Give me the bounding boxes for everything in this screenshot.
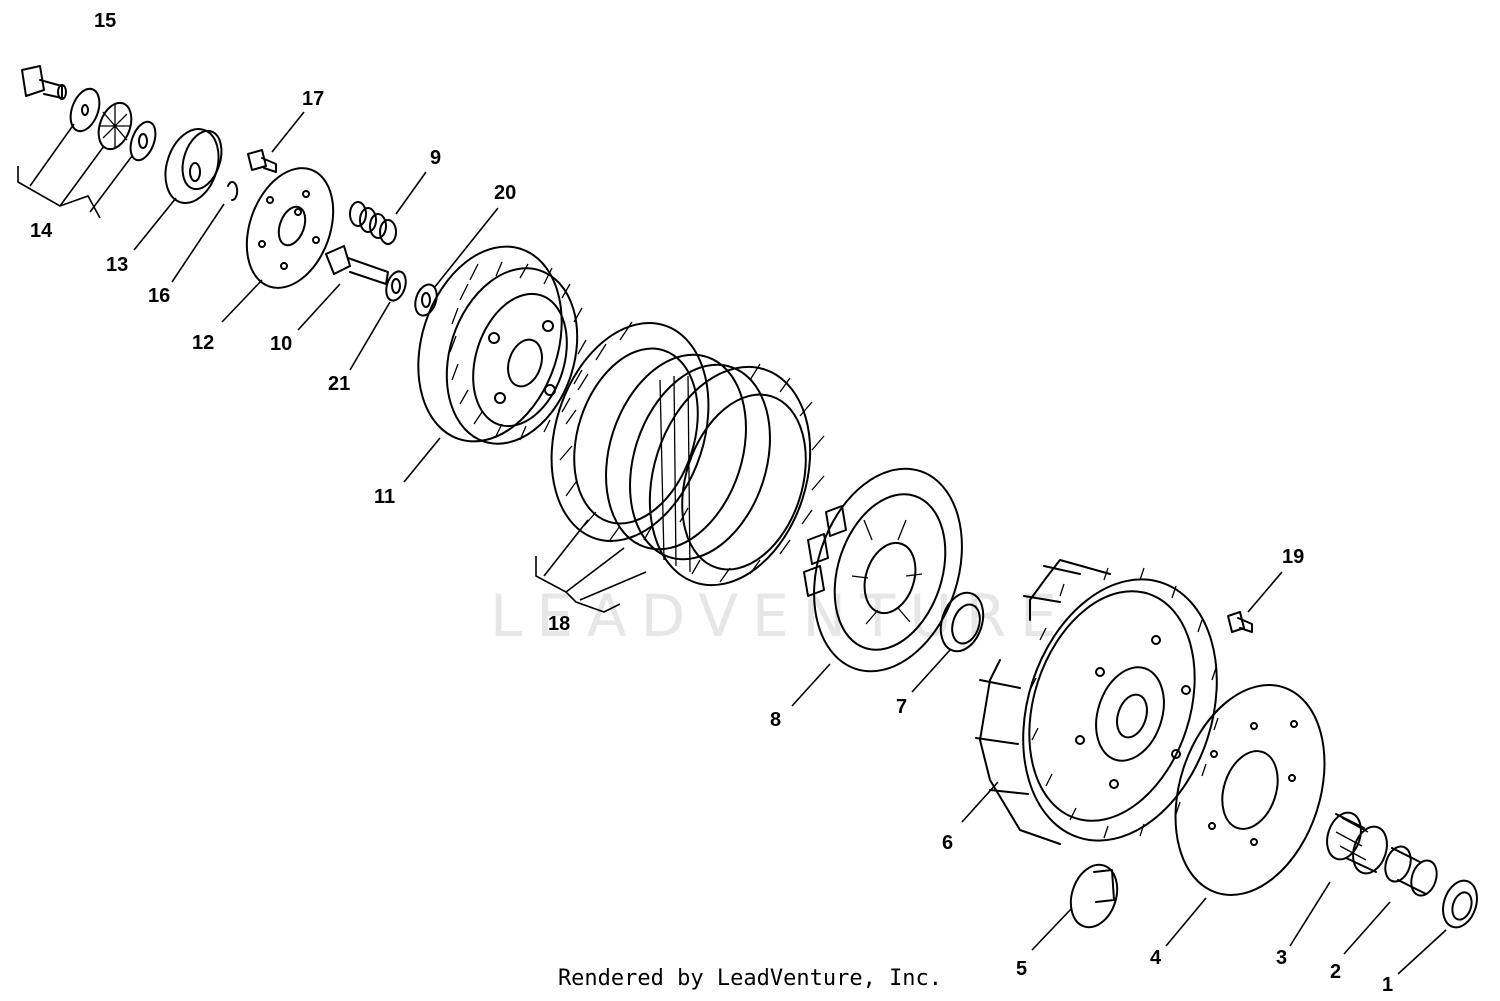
part-3-needle-bearing[interactable] [1321, 808, 1392, 878]
callout-9: 9 [430, 147, 441, 169]
part-5-cam[interactable] [1063, 859, 1125, 933]
part-4-plate[interactable] [1150, 666, 1350, 915]
callout-8: 8 [770, 709, 781, 731]
part-2-bushing[interactable] [1381, 843, 1441, 899]
callout-12: 12 [192, 332, 214, 354]
callout-1: 1 [1382, 974, 1393, 996]
part-20-washer[interactable] [412, 282, 441, 319]
callout-14: 14 [30, 220, 53, 242]
part-10-bolt[interactable] [325, 245, 389, 285]
part-11-clutch-hub[interactable] [394, 228, 598, 461]
part-7-thrust-washer[interactable] [934, 587, 991, 656]
part-18-clutch-plates[interactable] [525, 303, 837, 606]
callout-2: 2 [1330, 961, 1341, 983]
part-16-circlip[interactable] [227, 181, 239, 201]
part-17-screw[interactable] [247, 149, 277, 173]
callout-20: 20 [494, 182, 516, 204]
callout-15: 15 [94, 10, 116, 32]
part-12-pressure-plate[interactable] [231, 156, 349, 300]
callout-4: 4 [1150, 947, 1162, 969]
part-1-washer[interactable] [1437, 876, 1482, 932]
callout-11: 11 [374, 486, 395, 508]
callout-17: 17 [302, 88, 324, 110]
callout-3: 3 [1276, 947, 1287, 969]
callout-21: 21 [328, 373, 350, 395]
callout-10: 10 [270, 333, 292, 355]
part-14-washer-set[interactable] [65, 85, 160, 164]
callout-13: 13 [106, 254, 128, 276]
callout-18: 18 [548, 613, 570, 635]
part-15-bolt[interactable] [21, 65, 67, 100]
part-8-pressure-plate[interactable] [789, 449, 986, 690]
callout-6: 6 [942, 832, 953, 854]
part-13-cap[interactable] [156, 122, 228, 210]
footer-credit: Rendered by LeadVenture, Inc. [557, 966, 943, 991]
callout-19: 19 [1282, 546, 1304, 568]
part-19-pin[interactable] [1227, 611, 1253, 633]
callout-7: 7 [896, 696, 907, 718]
callout-16: 16 [148, 285, 170, 307]
part-21-washer[interactable] [383, 269, 409, 303]
callout-5: 5 [1016, 958, 1027, 980]
part-6-clutch-basket[interactable] [975, 554, 1249, 866]
part-9-spring[interactable] [349, 201, 397, 245]
